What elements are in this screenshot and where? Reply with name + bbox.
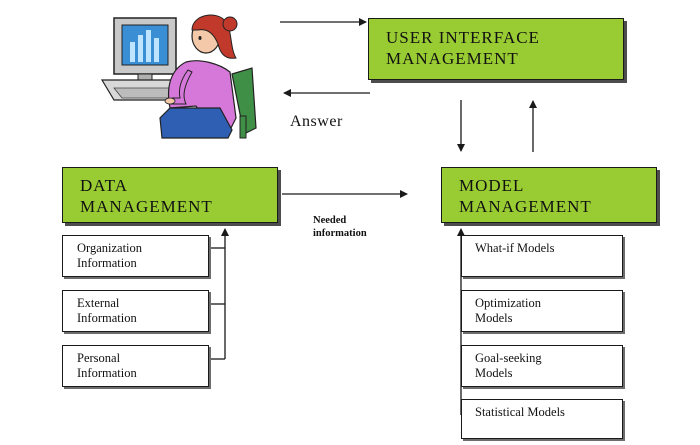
- data-source-box-organization: Organization Information: [62, 235, 209, 277]
- data-source-box-external: External Information: [62, 290, 209, 332]
- needed-information-label: Needed information: [313, 215, 367, 239]
- model-box-statistical: Statistical Models: [461, 399, 623, 439]
- model-box-goal-seeking: Goal-seeking Models: [461, 345, 623, 387]
- model-management-node: MODEL MANAGEMENT: [441, 167, 657, 223]
- model-box-what-if: What-if Models: [461, 235, 623, 277]
- user-at-computer-illustration: [100, 14, 257, 139]
- model-box-optimization: Optimization Models: [461, 290, 623, 332]
- user-interface-management-node: USER INTERFACE MANAGEMENT: [368, 18, 624, 80]
- data-source-box-personal: Personal Information: [62, 345, 209, 387]
- answer-label: Answer: [290, 113, 343, 130]
- data-management-node: DATA MANAGEMENT: [62, 167, 278, 223]
